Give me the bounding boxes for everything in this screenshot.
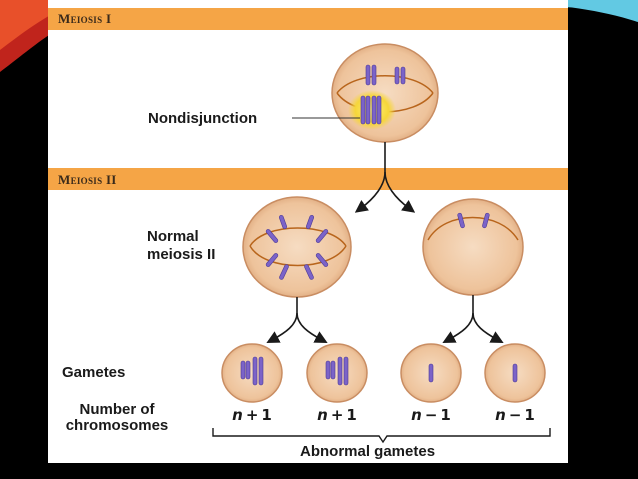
gamete-2 [306,343,368,403]
gamete-3 [400,343,462,403]
abnormal-gametes-label: Abnormal gametes [300,443,436,460]
gamete-3-count: n − 1 [411,406,451,424]
number-of-chromosomes-label: Number of chromosomes [62,402,172,434]
arrows-meiosis-1 [354,142,416,213]
deficient-cell [422,198,524,296]
gamete-1-count: n + 1 [232,406,272,424]
parent-cell [331,43,439,143]
normal-meiosis-cell [242,196,352,298]
meiosis-2-title: Meiosis II [58,172,117,187]
normal-meiosis-line-2: meiosis II [147,246,216,263]
gamete-2-count: n + 1 [317,406,357,424]
chromosome-pair [365,64,406,86]
number-of-line-2: chromosomes [65,417,169,434]
normal-meiosis-label: Normal meiosis II [147,228,215,264]
arrows-meiosis-2 [266,295,504,344]
number-of-line-1: Number of [79,401,155,418]
meiosis-1-title: Meiosis I [58,11,112,26]
normal-meiosis-line-1: Normal [147,228,199,245]
nondisjunction-chromosomes [360,95,382,125]
gametes-label: Gametes [62,364,126,381]
meiosis-1-band [48,8,568,30]
gamete-4-count: n − 1 [495,406,535,424]
gamete-4 [484,343,546,403]
nondisjunction-label: Nondisjunction [148,110,258,127]
meiosis-2-band [48,168,568,190]
abnormal-gametes-bracket [212,428,551,444]
gamete-1 [221,343,283,403]
